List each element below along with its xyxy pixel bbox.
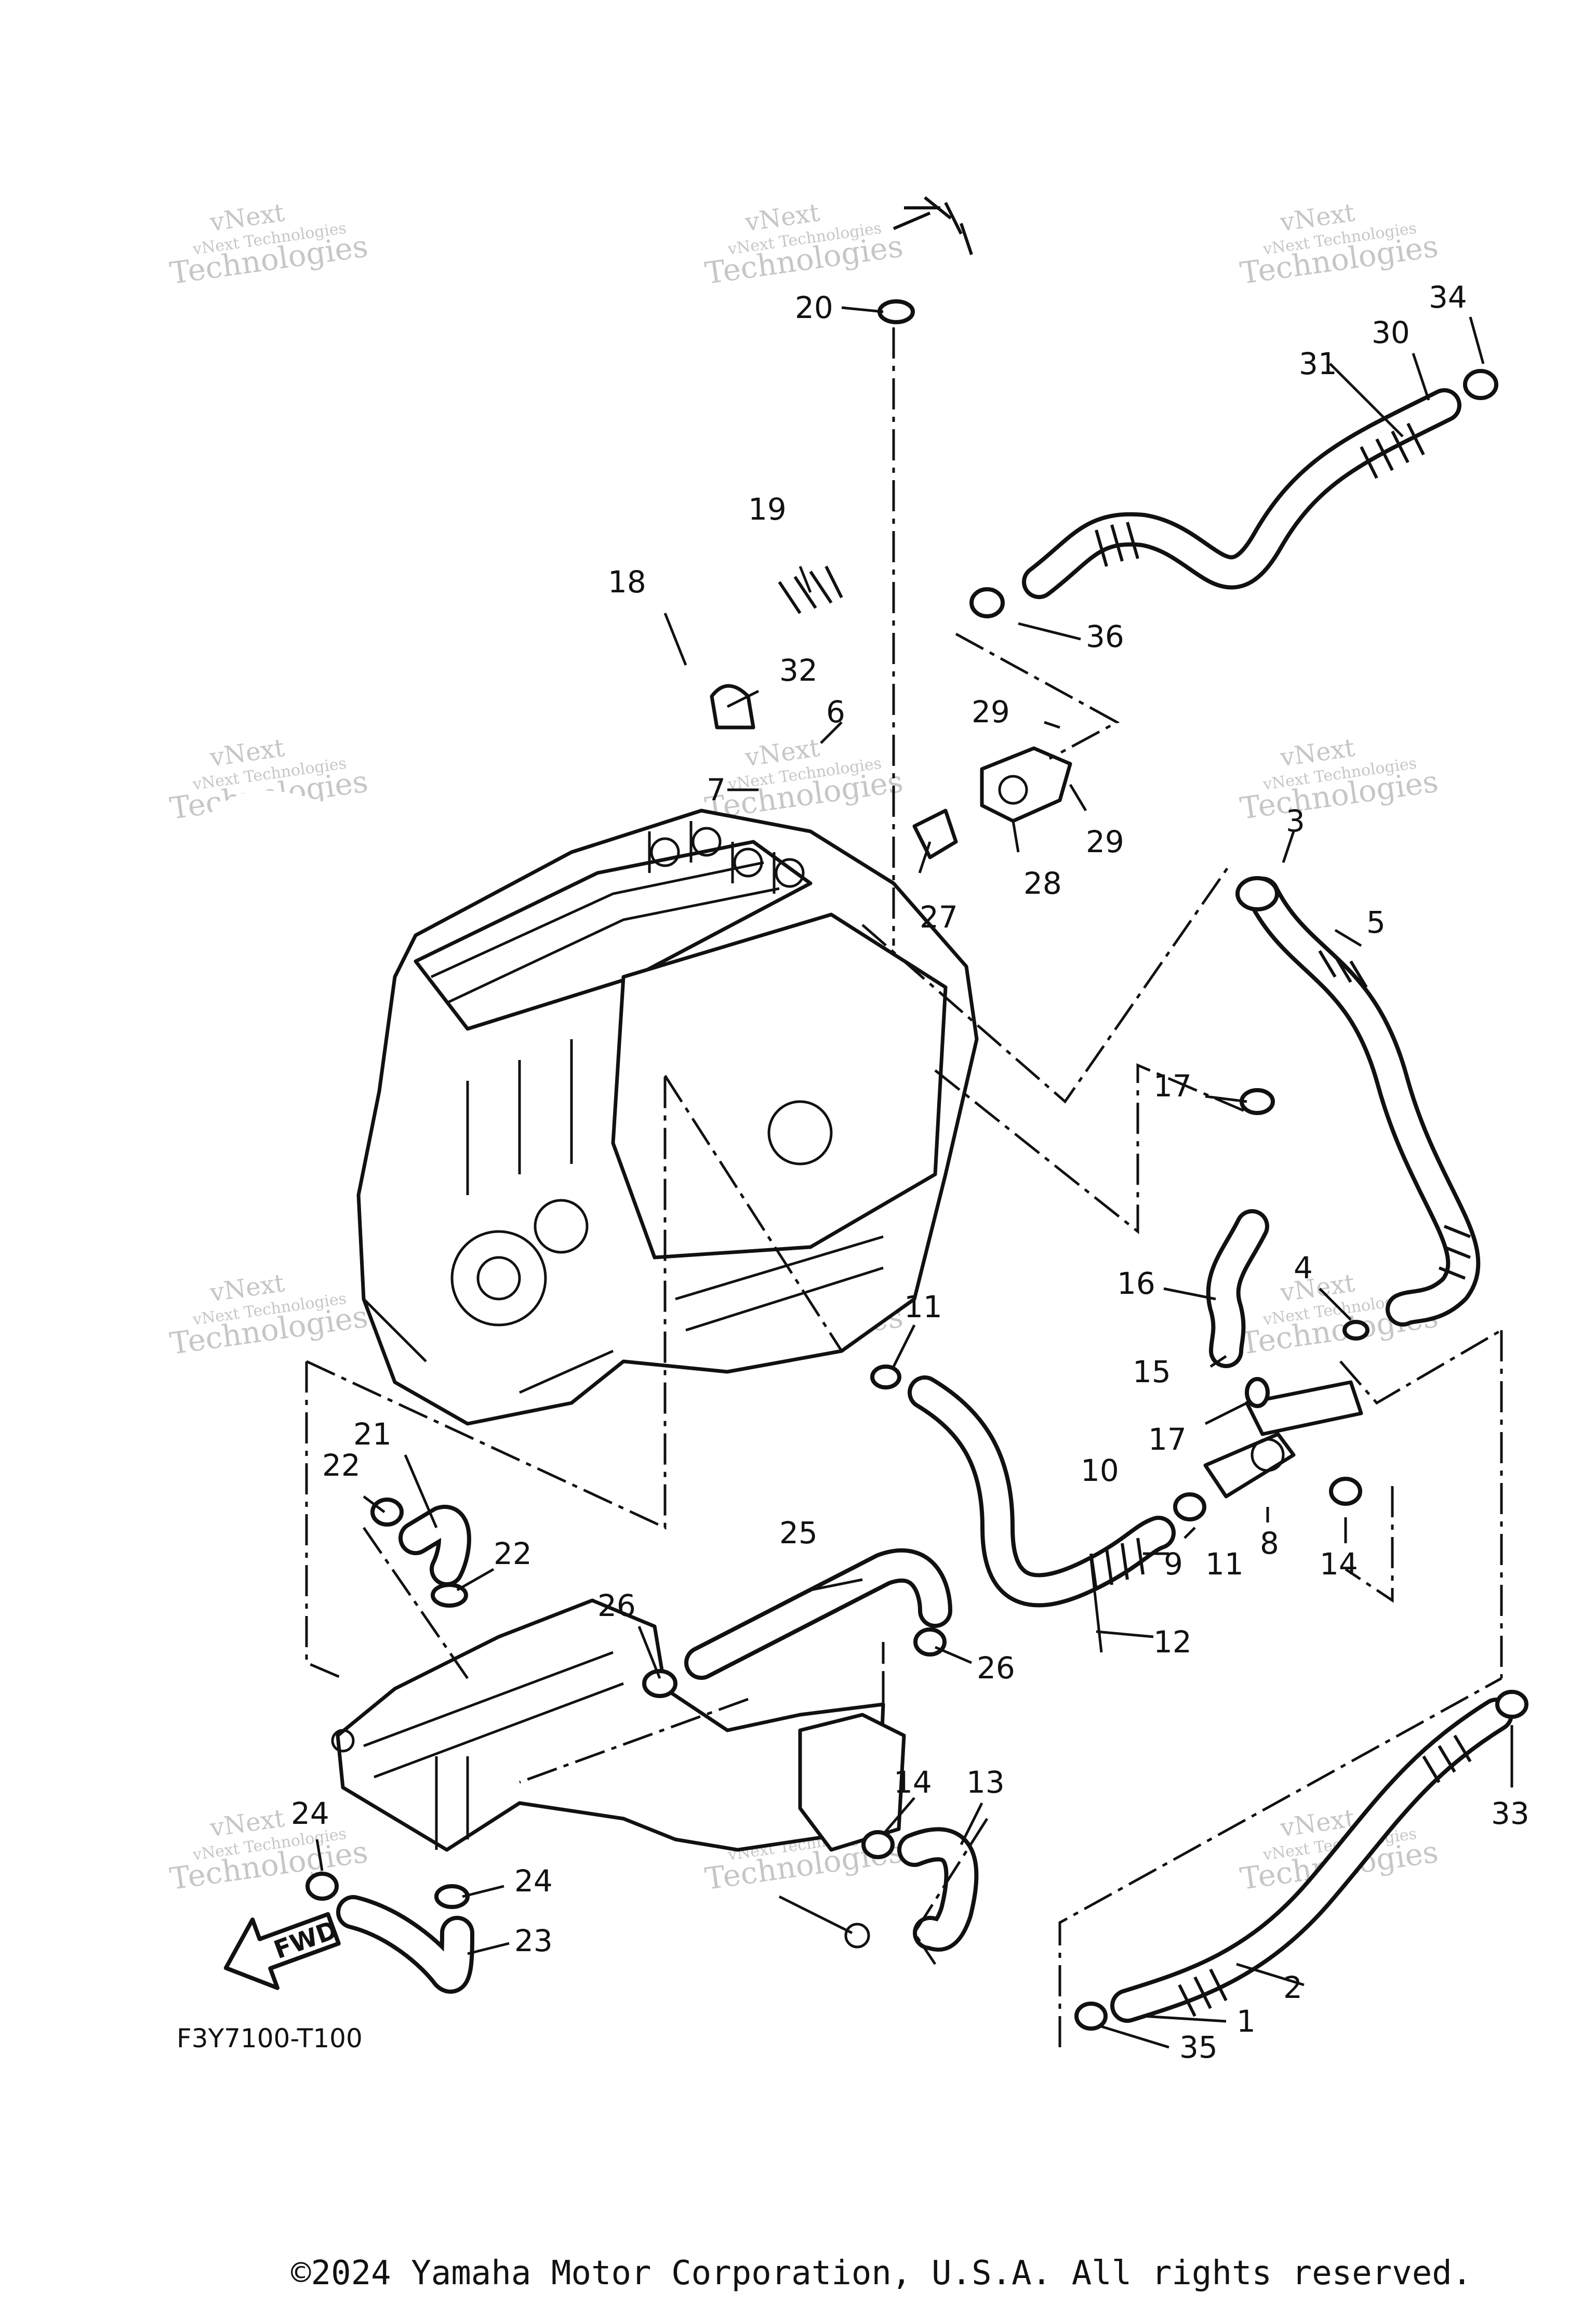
callout-labels: 20 19 18 31 30 34 36 32 6 7 29 29 28 27 … <box>291 280 1530 2065</box>
callout-5[interactable]: 5 <box>1366 905 1386 940</box>
copyright-notice: ©2024 Yamaha Motor Corporation, U.S.A. A… <box>291 2254 1472 2293</box>
lower-assembly <box>331 1598 906 1949</box>
hose-1-2 <box>1110 1698 1513 2023</box>
hose-15-16 <box>1206 1209 1269 1368</box>
callout-27[interactable]: 27 <box>920 899 958 935</box>
callout-17-top[interactable]: 17 <box>1153 1068 1192 1104</box>
callout-32[interactable]: 32 <box>779 653 818 688</box>
hose-18-19 <box>179 191 1002 1051</box>
tee-fitting <box>1203 1380 1363 1499</box>
callout-30[interactable]: 30 <box>1372 315 1410 350</box>
fwd-arrow: FWD <box>223 1912 341 1990</box>
callout-17-bottom[interactable]: 17 <box>1148 1422 1187 1457</box>
callout-34[interactable]: 34 <box>1429 280 1467 315</box>
hose-25 <box>684 1548 952 1680</box>
callout-14-right[interactable]: 14 <box>1320 1546 1358 1582</box>
callout-7[interactable]: 7 <box>707 772 726 807</box>
callout-3[interactable]: 3 <box>1286 803 1305 839</box>
callout-21[interactable]: 21 <box>353 1416 392 1452</box>
thermostat-housing <box>710 684 1072 859</box>
callout-1[interactable]: 1 <box>1236 2004 1256 2039</box>
callout-22-left[interactable]: 22 <box>322 1448 361 1483</box>
callout-29-bottom[interactable]: 29 <box>1086 824 1124 859</box>
callout-13[interactable]: 13 <box>966 1765 1005 1800</box>
leader-lines <box>315 306 1513 2049</box>
callout-10[interactable]: 10 <box>1081 1453 1119 1488</box>
callout-18[interactable]: 18 <box>608 564 646 600</box>
callout-19[interactable]: 19 <box>748 492 787 527</box>
callout-8[interactable]: 8 <box>1260 1526 1279 1561</box>
callout-36[interactable]: 36 <box>1086 619 1124 654</box>
callout-22-right[interactable]: 22 <box>494 1536 532 1571</box>
callout-20[interactable]: 20 <box>795 290 833 325</box>
hose-3-5 <box>1235 876 1481 1327</box>
clamps <box>305 299 1528 2031</box>
callout-26-left[interactable]: 26 <box>597 1588 636 1623</box>
callout-15[interactable]: 15 <box>1133 1354 1171 1389</box>
hose-9-10 <box>908 1375 1176 1653</box>
callout-14-bottom[interactable]: 14 <box>894 1765 932 1800</box>
callout-24-right[interactable]: 24 <box>514 1863 553 1899</box>
reference-lines <box>305 327 1503 2047</box>
callout-23[interactable]: 23 <box>514 1923 553 1958</box>
callout-11-bottom[interactable]: 11 <box>1205 1546 1244 1582</box>
callout-28[interactable]: 28 <box>1023 866 1062 901</box>
callout-29-top[interactable]: 29 <box>972 694 1010 730</box>
callout-35[interactable]: 35 <box>1179 2030 1218 2065</box>
callout-2[interactable]: 2 <box>1283 1970 1302 2005</box>
diagram-code: F3Y7100-T100 <box>177 2023 363 2054</box>
hose-30-31 <box>1022 388 1461 599</box>
hose-21 <box>398 1505 471 1586</box>
callout-24-top[interactable]: 24 <box>291 1796 329 1831</box>
hose-13 <box>897 1827 979 1952</box>
callout-11-top[interactable]: 11 <box>904 1289 942 1324</box>
callout-12[interactable]: 12 <box>1153 1624 1192 1660</box>
callout-16[interactable]: 16 <box>1117 1266 1155 1301</box>
engine-block <box>356 809 979 1426</box>
hose-23 <box>336 1895 474 1994</box>
callout-6[interactable]: 6 <box>826 694 845 730</box>
callout-26-right[interactable]: 26 <box>977 1650 1015 1686</box>
callout-33[interactable]: 33 <box>1491 1796 1530 1831</box>
callout-31[interactable]: 31 <box>1299 346 1337 381</box>
callout-25[interactable]: 25 <box>779 1515 818 1551</box>
callout-9[interactable]: 9 <box>1164 1546 1183 1582</box>
callout-4[interactable]: 4 <box>1294 1250 1313 1286</box>
